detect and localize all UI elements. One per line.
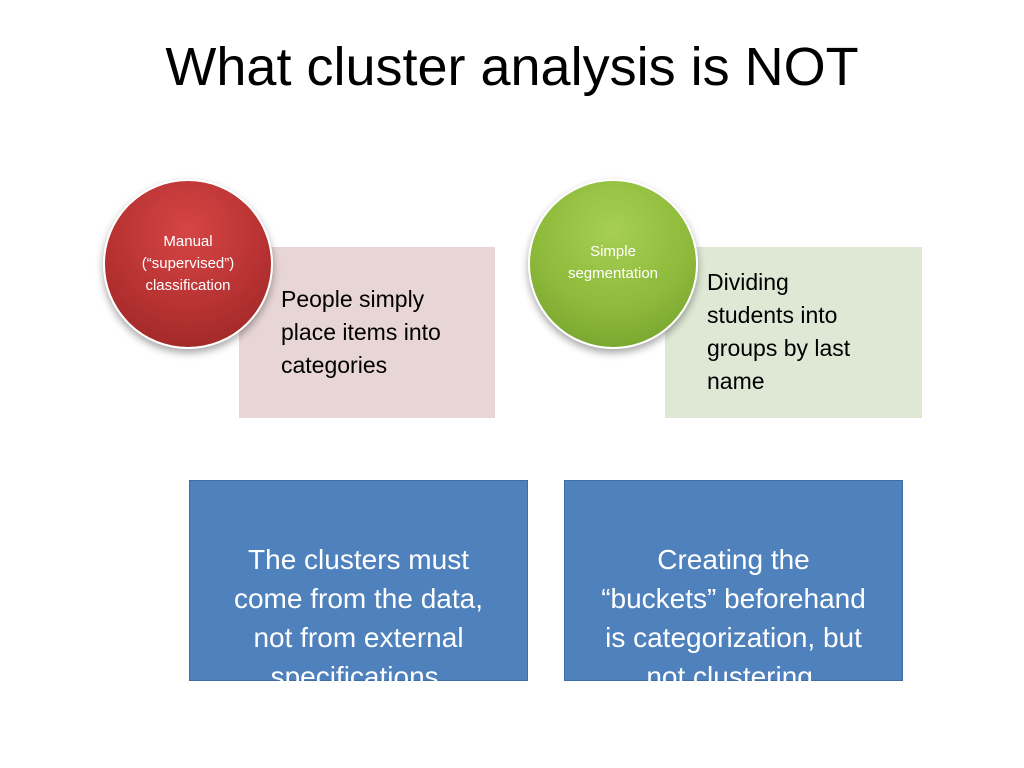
circle-manual-classification: Manual (“supervised”) classification	[103, 179, 273, 349]
slide-title: What cluster analysis is NOT	[165, 37, 859, 97]
note-text: Creating the “buckets” beforehand is cat…	[601, 544, 866, 692]
circle-label: Simple segmentation	[567, 243, 659, 282]
description-card-manual-classification: People simply place items into categorie…	[239, 247, 495, 418]
note-box-clusters-from-data: The clusters must come from the data, no…	[189, 480, 528, 692]
description-text: People simply place items into categorie…	[281, 286, 441, 378]
circle-simple-segmentation: Simple segmentation	[528, 179, 698, 349]
description-card-simple-segmentation: Dividing students into groups by last na…	[665, 247, 922, 418]
circle-label: Manual (“supervised”) classification	[141, 233, 235, 294]
note-box-buckets-categorization: Creating the “buckets” beforehand is cat…	[564, 480, 903, 692]
note-text: The clusters must come from the data, no…	[233, 544, 483, 692]
description-text: Dividing students into groups by last na…	[707, 269, 851, 394]
